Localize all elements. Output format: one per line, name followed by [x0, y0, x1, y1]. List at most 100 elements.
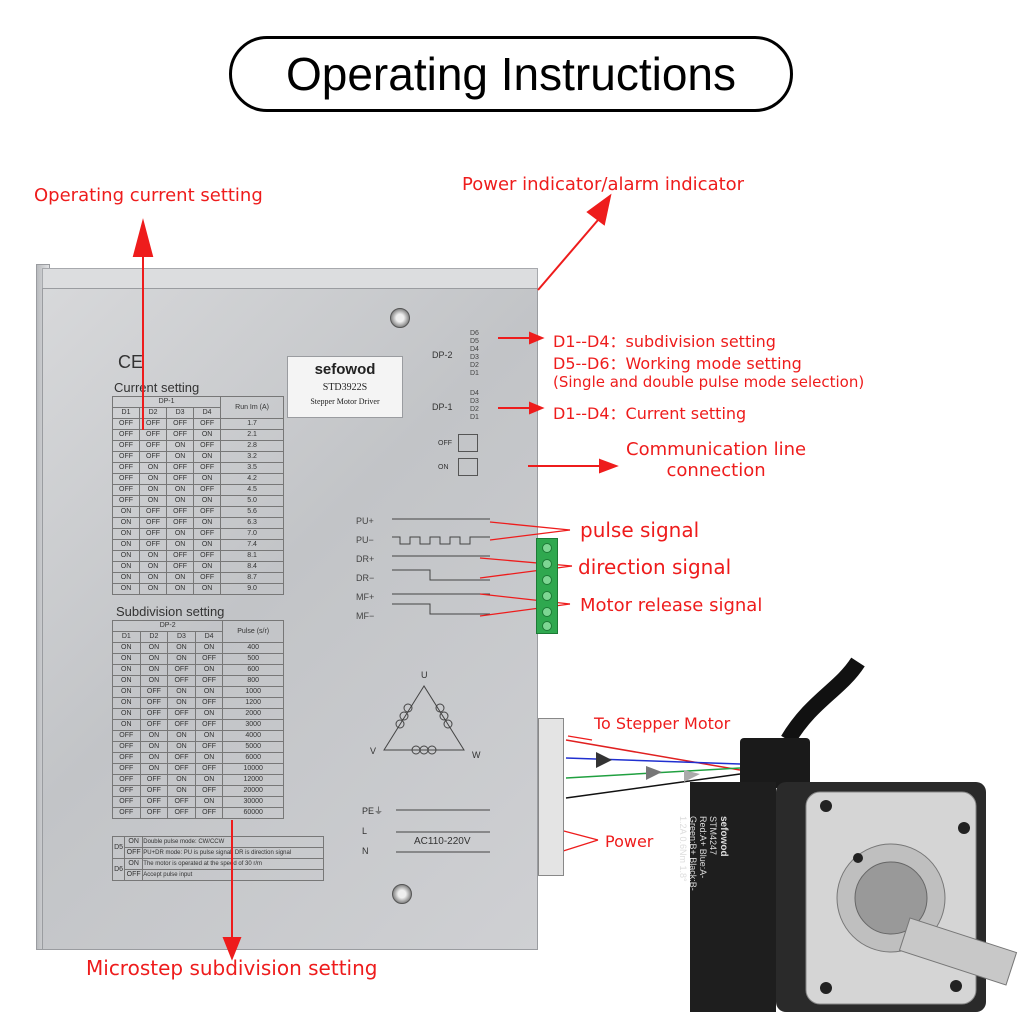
annotation-pulse-mode-selection: (Single and double pulse mode selection) — [553, 373, 865, 391]
table-cell: OFF — [139, 807, 169, 819]
table-cell: 60000 — [222, 807, 284, 819]
current-section-title: Current setting — [114, 380, 200, 395]
stepper-motor — [690, 657, 1018, 1012]
annotation-arrows — [132, 193, 619, 961]
motor-model: STM4247 — [708, 816, 718, 856]
dip-pin-label: D4 — [470, 346, 479, 353]
table-cell: ON — [111, 583, 141, 595]
annotation-direction-signal: direction signal — [578, 555, 732, 579]
communication-port-icon — [458, 458, 478, 476]
dip-pin-label: D1 — [470, 414, 479, 421]
terminal-screw-icon — [542, 607, 552, 617]
annotation-d1-d4-subdivision: D1--D4：subdivision setting — [553, 332, 776, 351]
driver-model: STD3922S — [322, 382, 368, 393]
annotation-pulse-signal: pulse signal — [580, 518, 700, 542]
n-label: N — [362, 846, 369, 856]
subdivision-value-header: Pulse (s/r) — [222, 620, 284, 643]
signal-label: MF− — [356, 611, 375, 621]
annotation-operating-current: Operating current setting — [34, 185, 263, 206]
terminal-screw-icon — [542, 591, 552, 601]
motor-brand: sefowod — [718, 816, 729, 857]
ce-mark: CE — [118, 352, 144, 372]
screw-icon — [390, 308, 410, 328]
pe-label: PE⏚ — [362, 806, 384, 816]
dip-pin-label: D2 — [470, 362, 479, 369]
dip-pin-label: D5 — [470, 338, 479, 345]
ac-voltage-label: AC110-220V — [414, 836, 471, 847]
dip-pin-label: D2 — [470, 406, 479, 413]
dp1-label: DP-1 — [432, 402, 453, 412]
phase-w-label: W — [472, 750, 481, 760]
signal-label: DR− — [356, 573, 375, 583]
signal-labels: PU+ PU− DR+ DR− MF+ MF− — [356, 512, 396, 626]
signal-label: PU− — [356, 535, 374, 545]
annotation-microstep: Microstep subdivision setting — [86, 956, 378, 980]
terminal-screw-icon — [542, 543, 552, 553]
annotation-power-indicator: Power indicator/alarm indicator — [462, 174, 745, 195]
switch-on-label: ON — [438, 464, 449, 471]
annotation-d1-d4-current: D1--D4：Current setting — [553, 404, 747, 423]
annotation-communication-line-2: connection — [666, 460, 766, 481]
waveforms — [392, 518, 490, 615]
table-cell: 9.0 — [220, 583, 284, 595]
dip-pin-label: D3 — [470, 398, 479, 405]
annotation-communication-line: Communication line connection — [626, 439, 806, 481]
signal-label: PU+ — [356, 516, 374, 526]
terminal-screw-icon — [542, 575, 552, 585]
table-cell: OFF — [193, 572, 222, 584]
ac-lines — [396, 809, 490, 853]
dp2-label: DP-2 — [432, 350, 453, 360]
table-cell: ON — [193, 583, 222, 595]
annotation-d5-d6-mode: D5--D6：Working mode setting — [553, 354, 802, 373]
motor-spec: 1.2A 0.6Nm 1.8° — [678, 816, 688, 882]
annotation-communication-line-1: Communication line — [626, 439, 807, 460]
dip-pin-label: D1 — [470, 370, 479, 377]
l-label: L — [362, 826, 368, 836]
motor-label: sefowod STM4247 Red:A+ Blue:A- Green:B+ … — [678, 816, 782, 966]
switch-off-label: OFF — [438, 440, 452, 447]
mode-state-cell: OFF — [124, 869, 144, 881]
dip-pin-label: D6 — [470, 330, 479, 337]
motor-wire-label-2: Green:B+ Black:B- — [688, 816, 698, 891]
mode-text-cell: Accept pulse input — [142, 869, 324, 881]
dip-pin-label: D4 — [470, 390, 479, 397]
subdivision-section-title: Subdivision setting — [116, 604, 225, 619]
driver-brand: sefowod — [314, 361, 376, 378]
signal-label: DR+ — [356, 554, 375, 564]
screw-icon — [392, 884, 412, 904]
phase-v-label: V — [370, 746, 377, 756]
driver-subtitle: Stepper Motor Driver — [310, 397, 380, 406]
dip-pin-label: D3 — [470, 354, 479, 361]
terminal-screw-icon — [542, 559, 552, 569]
annotation-to-stepper-motor: To Stepper Motor — [594, 714, 731, 733]
annotation-power: Power — [605, 832, 654, 851]
annotation-motor-release-signal: Motor release signal — [580, 595, 763, 616]
table-cell: ON — [193, 473, 222, 485]
signal-label: MF+ — [356, 592, 375, 602]
terminal-screw-icon — [542, 621, 552, 631]
motor-wire-label-1: Red:A+ Blue:A- — [698, 816, 708, 879]
driver-nameplate: sefowod STD3922S Stepper Motor Driver — [287, 356, 403, 418]
power-motor-connector — [538, 718, 564, 876]
